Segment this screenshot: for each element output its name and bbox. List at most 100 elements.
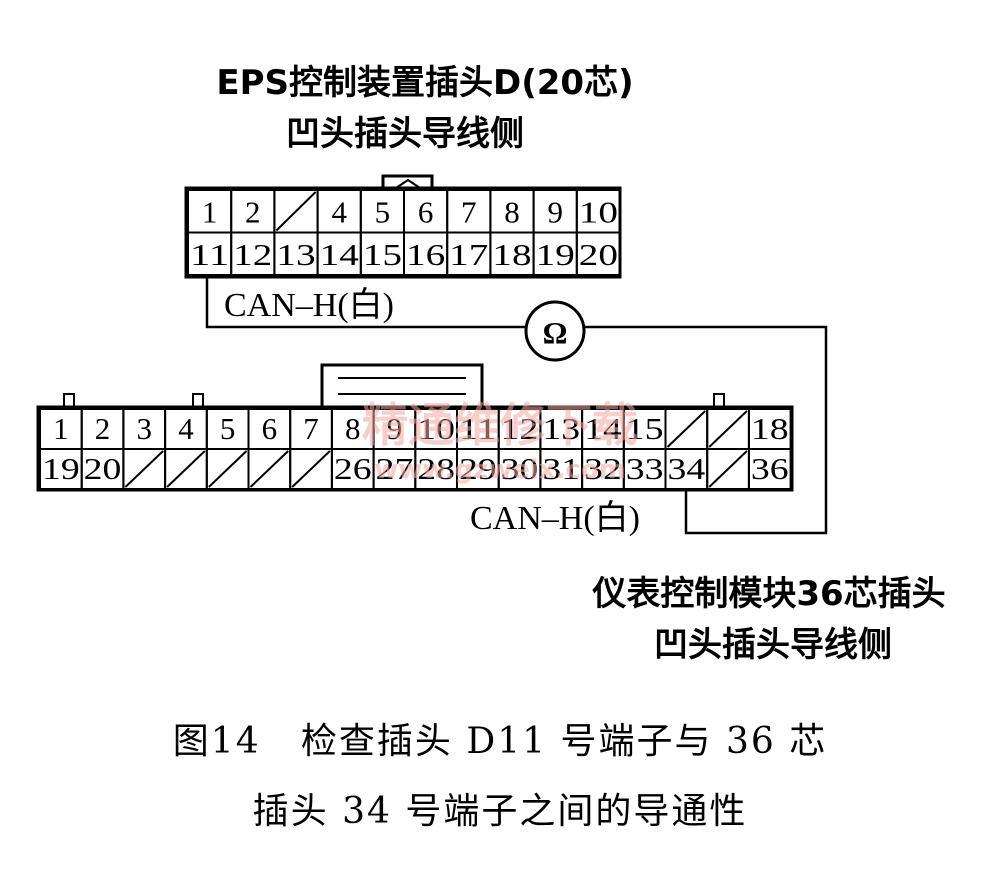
- eps-pin-label: 8: [504, 195, 520, 230]
- eps-pin-18: 18: [489, 231, 535, 276]
- eps-pin-7: 7: [446, 189, 492, 234]
- eps-pin-label: 12: [233, 237, 272, 272]
- cluster-blank-cavity: [664, 408, 709, 450]
- eps-pin-label: 14: [320, 237, 360, 272]
- cluster-pin-label: 5: [220, 411, 236, 446]
- cluster-pin-20: 20: [80, 448, 125, 490]
- cluster-tab-left: [63, 393, 75, 408]
- cluster-pin-31: 31: [539, 448, 584, 490]
- cluster-pin-label: 31: [542, 451, 580, 486]
- cluster-pin-5: 5: [205, 408, 250, 450]
- cluster-pin-label: 1: [53, 411, 69, 446]
- watermark-line2: www.gzweix.com: [374, 455, 626, 485]
- cluster-blank-cavity: [164, 448, 208, 490]
- eps-pin-10: 10: [575, 189, 621, 234]
- cluster-pin-label: 12: [501, 411, 539, 446]
- cluster-pin-label: 2: [95, 411, 111, 446]
- eps-pin-13: 13: [273, 231, 319, 276]
- cluster-tab-right: [713, 393, 725, 408]
- eps-pin-label: 20: [579, 237, 618, 272]
- cluster-pin-label: 30: [501, 451, 539, 486]
- cluster-pin-10: 10: [414, 408, 458, 450]
- eps-pin-label: 9: [547, 195, 563, 230]
- cluster-pin-19: 19: [39, 448, 83, 490]
- wire-label-bottom: CAN–H(白): [470, 499, 640, 537]
- watermark-line1: 精通维修下载: [362, 398, 638, 452]
- eps-pin-label: 4: [331, 195, 347, 230]
- eps-pin-label: 18: [492, 237, 531, 272]
- cluster-pin-label: 13: [542, 411, 580, 446]
- eps-connector-subtitle: 凹头插头导线侧: [286, 114, 524, 154]
- eps-pin-label: 13: [276, 237, 315, 272]
- ohmmeter: Ω: [524, 300, 586, 362]
- cluster-pin-label: 19: [42, 451, 80, 486]
- eps-pin-14: 14: [316, 231, 362, 276]
- cluster-pin-label: 9: [387, 411, 403, 446]
- eps-pin-15: 15: [359, 231, 405, 276]
- eps-pin-6: 6: [403, 189, 449, 234]
- continuity-test-wiring: [205, 277, 828, 535]
- cluster-blank-cavity: [247, 448, 292, 490]
- cluster-pin-label: 18: [751, 411, 789, 446]
- cluster-pin-34: 34: [664, 448, 709, 490]
- eps-pin-9: 9: [532, 189, 578, 234]
- cluster-pin-label: 27: [376, 451, 414, 486]
- cluster-pin-label: 20: [84, 451, 122, 486]
- eps-pin-label: 1: [202, 195, 218, 230]
- eps-pin-2: 2: [230, 189, 276, 234]
- cluster-pin-label: 15: [626, 411, 664, 446]
- cluster-pin-label: 8: [345, 411, 361, 446]
- ohmmeter-circle: [524, 300, 586, 362]
- cluster-pin-label: 7: [303, 411, 319, 446]
- eps-pin-label: 16: [406, 237, 445, 272]
- cluster-pin-30: 30: [497, 448, 542, 490]
- watermark: 精通维修下载 www.gzweix.com: [362, 398, 638, 485]
- cluster-tab-mid: [192, 393, 204, 408]
- cluster-pin-label: 11: [459, 411, 497, 446]
- eps-pin-label: 11: [190, 237, 229, 272]
- eps-pin-8: 8: [489, 189, 535, 234]
- cluster-pin-label: 10: [417, 411, 455, 446]
- cluster-pin-label: 28: [417, 451, 455, 486]
- figure-caption-line2: 插头 34 号端子之间的导通性: [252, 791, 748, 832]
- wire-meter-to-pin-34: [584, 325, 828, 535]
- cluster-pin-36: 36: [747, 448, 792, 490]
- cluster-blank-cavity: [122, 448, 167, 490]
- eps-pin-11: 11: [187, 231, 233, 276]
- cluster-blank-cavity: [706, 448, 750, 490]
- cluster-pin-label: 32: [584, 451, 622, 486]
- cluster-pin-26: 26: [330, 448, 375, 490]
- eps-pin-16: 16: [403, 231, 449, 276]
- cluster-pin-label: 14: [584, 411, 622, 446]
- eps-pin-1: 1: [187, 189, 233, 234]
- eps-pin-19: 19: [532, 231, 578, 276]
- wire-eps-d11-to-meter: [205, 277, 526, 329]
- cluster-connector-subtitle: 凹头插头导线侧: [654, 625, 892, 665]
- cluster-pin-33: 33: [622, 448, 667, 490]
- cluster-pin-label: 29: [459, 451, 497, 486]
- cluster-pin-4: 4: [164, 408, 208, 450]
- eps-connector-title: EPS控制装置插头D(20芯): [216, 63, 633, 103]
- cluster-blank-cavity: [706, 408, 750, 450]
- eps-pin-5: 5: [359, 189, 405, 234]
- cluster-pin-6: 6: [247, 408, 292, 450]
- eps-pin-17: 17: [446, 231, 492, 276]
- eps-pin-4: 4: [316, 189, 362, 234]
- eps-pin-label: 5: [375, 195, 391, 230]
- cluster-blank-cavity: [205, 448, 250, 490]
- eps-connector-latch: [381, 174, 434, 188]
- eps-pin-label: 7: [461, 195, 477, 230]
- cluster-pin-label: 36: [751, 451, 789, 486]
- cluster-blank-cavity: [289, 448, 333, 490]
- cluster-pin-label: 6: [262, 411, 278, 446]
- cluster-pin-27: 27: [372, 448, 417, 490]
- eps-pin-label: 6: [418, 195, 434, 230]
- cluster-pin-label: 34: [668, 451, 706, 486]
- cluster-connector-title: 仪表控制模块36芯插头: [591, 574, 945, 614]
- eps-pin-12: 12: [230, 231, 276, 276]
